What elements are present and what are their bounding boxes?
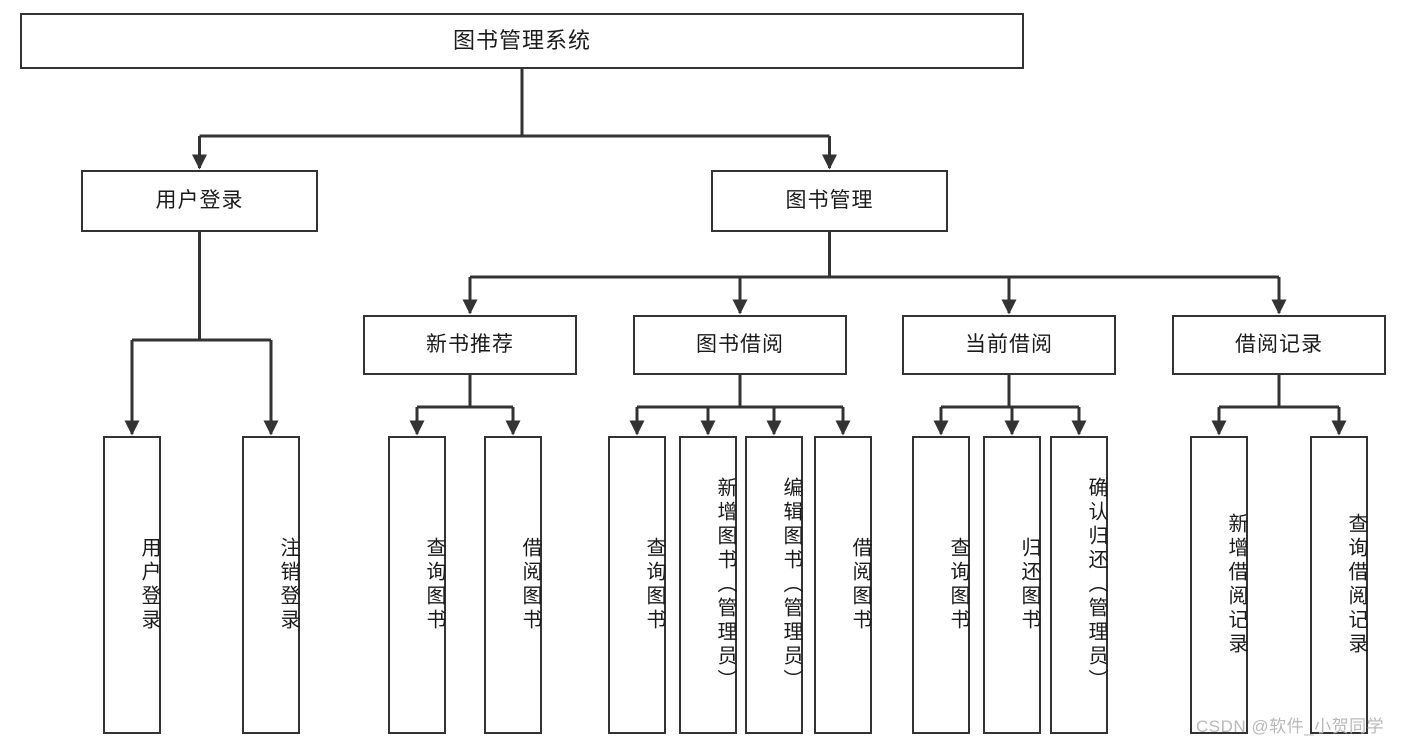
node-label: 借阅图书 [849, 537, 871, 633]
leaf-add-borrow-record[interactable]: 新增借阅记录 [1190, 436, 1248, 734]
leaf-edit-book-admin[interactable]: 编辑图书（管理员） [745, 436, 803, 734]
node-label: 查询图书 [947, 537, 969, 633]
node-label: 新书推荐 [426, 333, 514, 357]
leaf-query-book-recommend[interactable]: 查询图书 [388, 436, 446, 734]
node-label: 图书管理系统 [452, 27, 591, 53]
node-label: 查询图书 [643, 537, 665, 633]
node-label: 用户登录 [155, 189, 244, 213]
node-current-borrow[interactable]: 当前借阅 [902, 315, 1116, 375]
node-label: 图书管理 [785, 189, 874, 213]
node-label: 用户登录 [138, 537, 160, 633]
node-new-book-recommend[interactable]: 新书推荐 [363, 315, 577, 375]
leaf-query-book-current[interactable]: 查询图书 [912, 436, 970, 734]
node-label: 确认归还（管理员） [1085, 477, 1107, 693]
node-label: 查询借阅记录 [1345, 513, 1367, 657]
leaf-borrow-book-recommend[interactable]: 借阅图书 [484, 436, 542, 734]
node-label: 图书借阅 [696, 333, 784, 357]
leaf-query-borrow-record[interactable]: 查询借阅记录 [1310, 436, 1368, 734]
node-label: 查询图书 [423, 537, 445, 633]
leaf-borrow-book[interactable]: 借阅图书 [814, 436, 872, 734]
node-label: 新增借阅记录 [1225, 513, 1247, 657]
node-user-login[interactable]: 用户登录 [81, 170, 318, 232]
node-label: 当前借阅 [965, 333, 1053, 357]
node-book-management[interactable]: 图书管理 [711, 170, 948, 232]
leaf-add-book-admin[interactable]: 新增图书（管理员） [679, 436, 737, 734]
leaf-return-book[interactable]: 归还图书 [983, 436, 1041, 734]
leaf-query-book-borrow[interactable]: 查询图书 [608, 436, 666, 734]
node-label: 注销登录 [277, 537, 299, 633]
node-label: 借阅记录 [1235, 333, 1323, 357]
node-root[interactable]: 图书管理系统 [20, 13, 1024, 69]
node-label: 编辑图书（管理员） [780, 477, 802, 693]
node-book-borrow[interactable]: 图书借阅 [633, 315, 847, 375]
leaf-confirm-return-admin[interactable]: 确认归还（管理员） [1050, 436, 1108, 734]
leaf-logout[interactable]: 注销登录 [242, 436, 300, 734]
node-borrow-records[interactable]: 借阅记录 [1172, 315, 1386, 375]
node-label: 归还图书 [1018, 537, 1040, 633]
csdn-watermark: CSDN @软件_小贺同学 [1196, 717, 1385, 736]
leaf-user-login[interactable]: 用户登录 [103, 436, 161, 734]
node-label: 借阅图书 [519, 537, 541, 633]
node-label: 新增图书（管理员） [714, 477, 736, 693]
